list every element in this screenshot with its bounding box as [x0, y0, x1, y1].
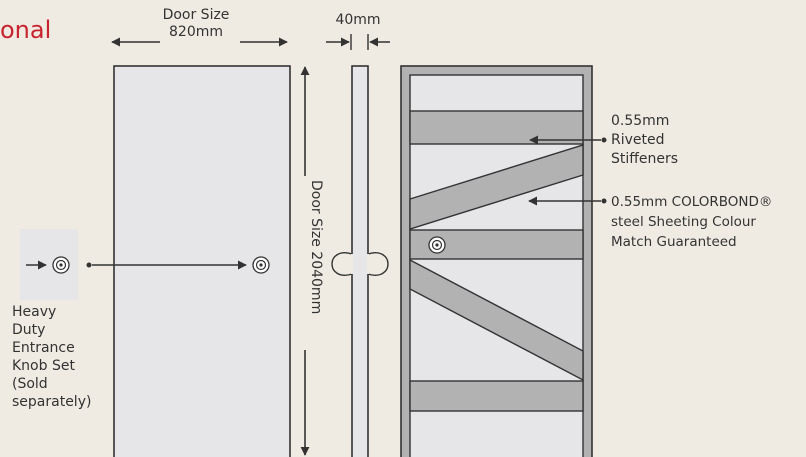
door-back: [400, 65, 593, 457]
sheeting-callout-text: 0.55mm COLORBOND® steel Sheeting Colour …: [611, 194, 777, 250]
knob-callout-text: Heavy Duty Entrance Knob Set (Sold separ…: [12, 304, 91, 410]
door-height-label: Door Size 2040mm: [308, 180, 324, 314]
stiffener-bottom: [409, 380, 584, 412]
door-width-label-line1: Door Size: [163, 7, 230, 23]
door-thickness-label: 40mm: [335, 12, 380, 28]
door-front: [86, 65, 291, 457]
door-thickness-dimension: 40mm: [326, 12, 390, 50]
edge-knob-right: [367, 252, 389, 276]
knob-leader-dot: [86, 262, 92, 268]
door-width-dimension: Door Size 820mm: [111, 7, 288, 47]
stiffener-callout: 0.55mm Riveted Stiffeners: [529, 113, 678, 167]
door-back-knob-icon: [428, 236, 446, 254]
stiffener-leader-dot: [601, 137, 607, 143]
door-width-label-line2: 820mm: [169, 24, 223, 40]
sheeting-leader-dot: [601, 198, 607, 204]
door-edge-panel: [351, 65, 369, 457]
door-front-knob-icon: [252, 256, 270, 274]
diagonal-brace-upper: [409, 144, 584, 230]
door-height-dimension: Door Size 2040mm: [300, 66, 324, 456]
page-title: onal: [0, 16, 51, 44]
knob-detail: Heavy Duty Entrance Knob Set (Sold separ…: [12, 229, 91, 410]
stiffener-top: [409, 110, 584, 145]
knob-icon: [52, 256, 70, 274]
sheeting-callout: 0.55mm COLORBOND® steel Sheeting Colour …: [528, 194, 777, 250]
edge-knob-left: [331, 252, 353, 276]
stiffener-callout-text: 0.55mm Riveted Stiffeners: [611, 113, 678, 167]
door-edge-profile: [331, 65, 389, 457]
diagonal-brace-lower: [409, 258, 584, 382]
